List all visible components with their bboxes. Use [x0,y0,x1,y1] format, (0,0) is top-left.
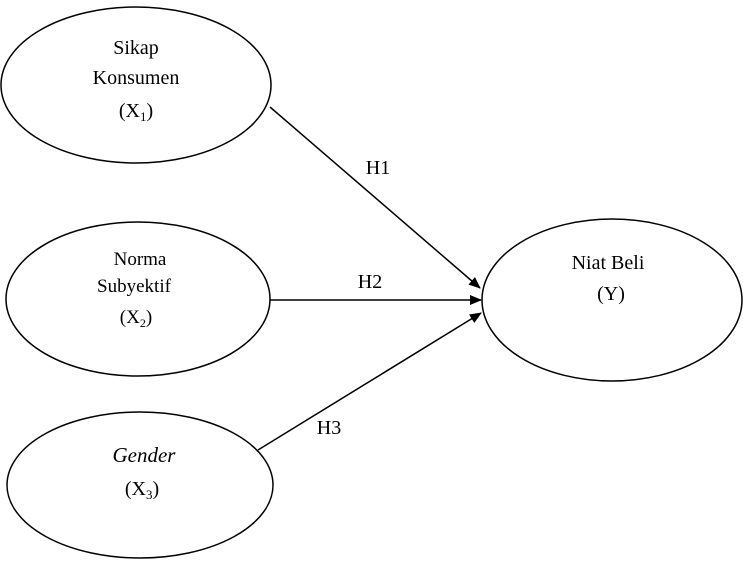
edge-label-h3: H3 [317,417,341,439]
node-x2-ellipse [5,221,271,377]
node-x3-variable: (X3) [125,478,159,502]
node-x3-label-line1: Gender [113,443,177,467]
node-x1-label-line2: Konsumen [93,67,180,89]
node-x1-subscript: 1 [140,109,147,124]
edge-label-h2: H2 [358,271,382,293]
node-x2-label-line2: Subyektif [97,276,172,297]
node-x3-subscript: 3 [146,487,153,502]
node-x3-ellipse [6,411,274,559]
node-x1-ellipse [0,6,272,164]
node-x2-label-line1: Norma [114,249,167,270]
node-x1-label-line1: Sikap [113,37,159,59]
node-x2-variable: (X2) [120,307,152,330]
node-y-label-line1: Niat Beli [572,252,645,274]
arrow-h1 [269,106,481,289]
node-y-ellipse [481,218,743,382]
node-x1-variable: (X1) [119,100,153,124]
node-y-variable: (Y) [597,283,625,305]
arrow-h3 [257,312,482,451]
edge-label-h1: H1 [366,157,390,179]
node-x2-subscript: 2 [140,316,146,330]
